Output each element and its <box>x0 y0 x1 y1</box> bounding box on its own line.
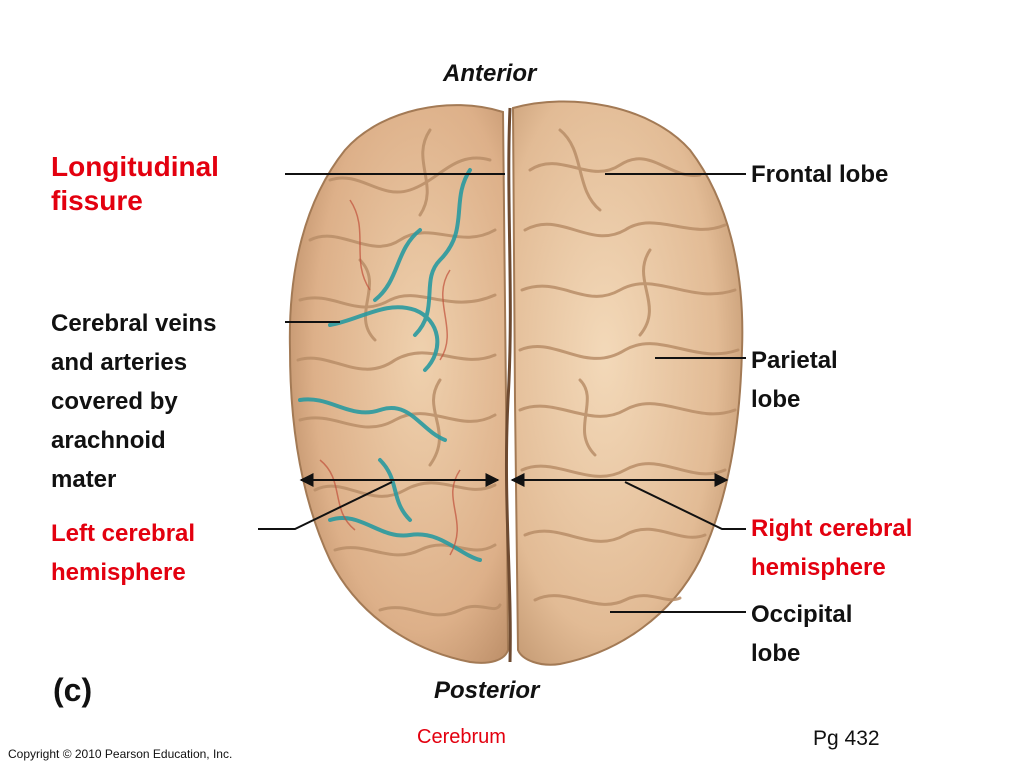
longitudinal-fissure-label: Longitudinal fissure <box>51 151 219 216</box>
right-hemisphere-label: Right cerebral hemisphere <box>751 515 913 581</box>
left-hemisphere-label: Left cerebral hemisphere <box>51 520 196 586</box>
left-hemisphere-shape <box>288 104 510 664</box>
leader-lines <box>258 173 746 613</box>
blood-vessels <box>298 168 482 562</box>
copyright: Copyright © 2010 Pearson Education, Inc. <box>8 747 233 761</box>
parietal-lobe-label: Parietal lobe <box>751 347 838 413</box>
frontal-lobe-label: Frontal lobe <box>751 161 889 188</box>
gyri-folds <box>296 128 740 617</box>
longitudinal-fissure-line <box>504 107 512 663</box>
caption: Cerebrum <box>417 726 506 748</box>
occipital-lobe-label: Occipital lobe <box>751 601 853 667</box>
panel-letter: (c) <box>53 672 93 708</box>
anterior-label: Anterior <box>443 60 537 87</box>
page-number: Pg 432 <box>813 727 880 750</box>
right-hemisphere-shape <box>511 100 744 666</box>
posterior-label: Posterior <box>434 677 540 704</box>
cerebral-veins-label: Cerebral veins and arteries covered by a… <box>51 310 217 493</box>
